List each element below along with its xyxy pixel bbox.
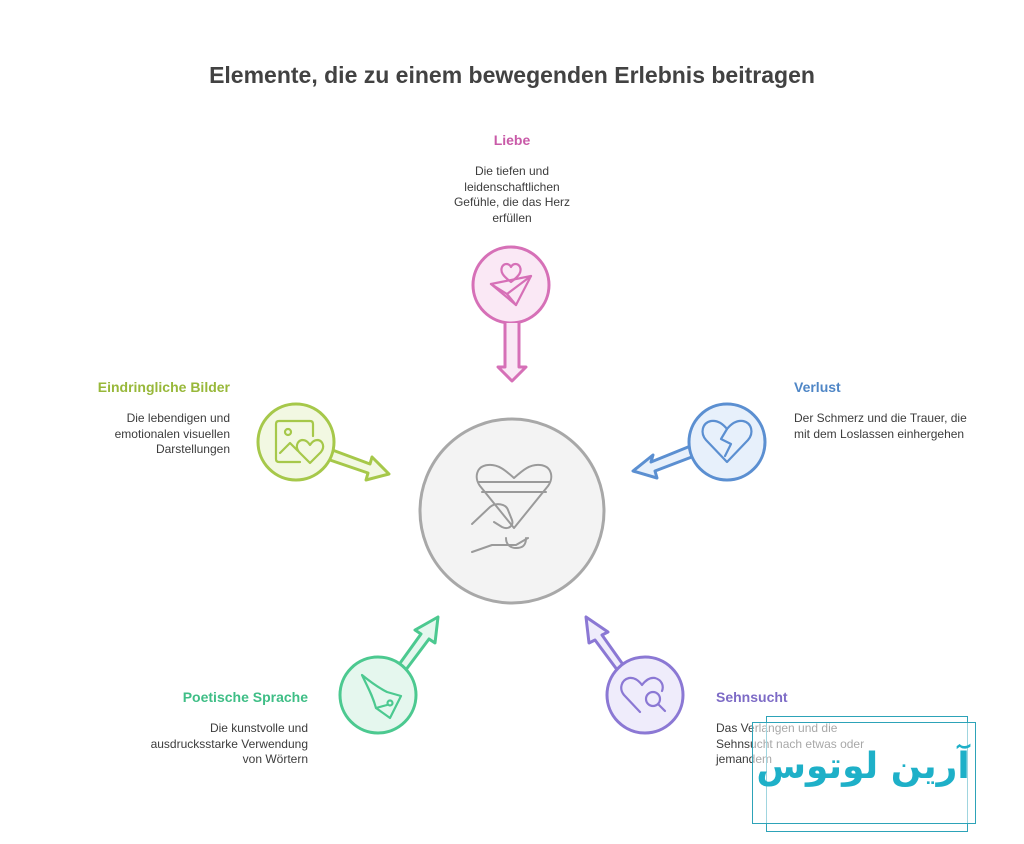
verlust-description: Der Schmerz und die Trauer, die mit dem … <box>794 411 967 441</box>
liebe-label: Liebe <box>493 132 531 148</box>
center-node <box>418 417 606 605</box>
liebe-description: Die tiefen und leidenschaftlichen Gefühl… <box>453 164 571 225</box>
broken-heart-icon <box>701 419 753 464</box>
verlust-node <box>631 402 767 482</box>
image-heart-icon <box>274 419 325 465</box>
bilder-node <box>256 402 391 482</box>
hearts-paper-plane-icon <box>489 262 533 307</box>
sehnsucht-label: Sehnsucht <box>716 689 788 705</box>
eindringliche-bilder-description: Die lebendigen und emotionalen visuellen… <box>114 411 230 456</box>
watermark-frame <box>752 722 976 824</box>
poetische-sprache-label: Poetische Sprache <box>182 689 308 705</box>
verlust-label: Verlust <box>794 379 841 395</box>
sehnsucht-node <box>584 615 685 735</box>
poetisch-node <box>338 615 440 735</box>
liebe-node <box>471 245 551 383</box>
diagram-title: Elemente, die zu einem bewegenden Erlebn… <box>209 62 815 88</box>
poetische-sprache-description: Die kunstvolle und ausdrucksstarke Verwe… <box>150 721 308 766</box>
watermark-logo: آرین لوتوس <box>756 746 970 787</box>
eindringliche-bilder-label: Eindringliche Bilder <box>97 379 230 395</box>
fountain-pen-icon <box>360 673 403 720</box>
hand-holding-heart-icon <box>471 463 553 553</box>
heart-search-icon <box>620 676 667 714</box>
